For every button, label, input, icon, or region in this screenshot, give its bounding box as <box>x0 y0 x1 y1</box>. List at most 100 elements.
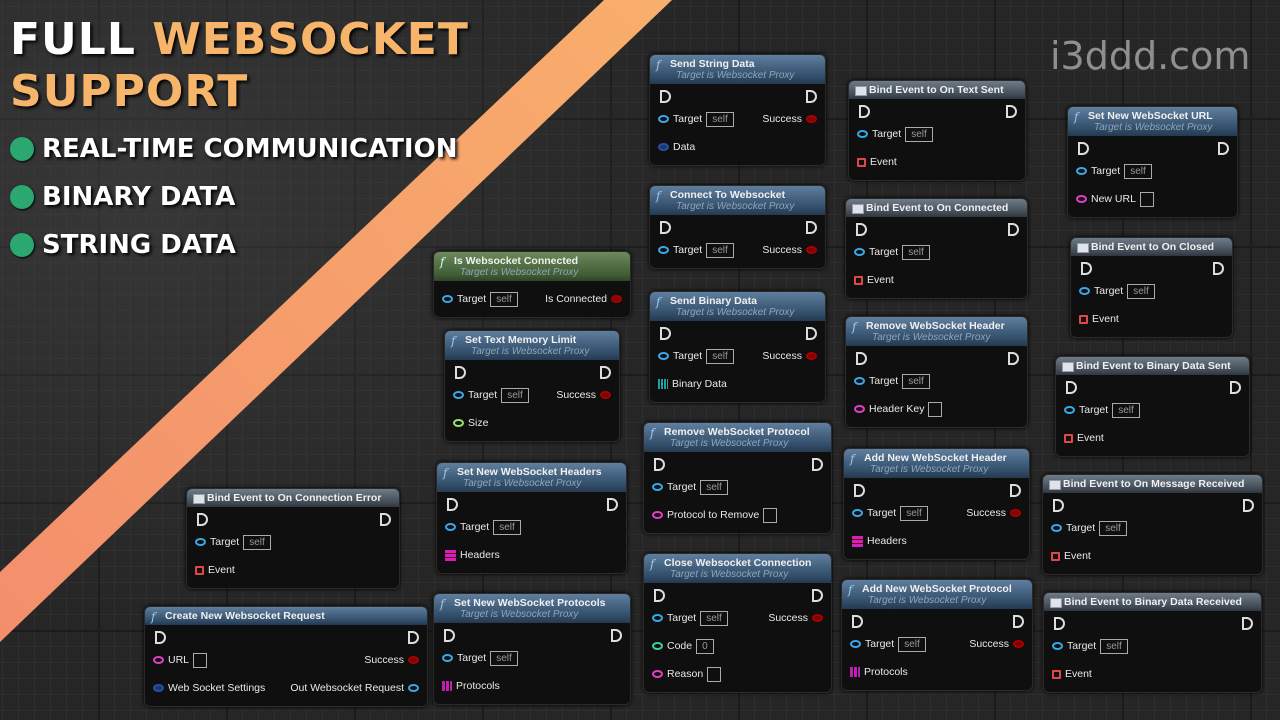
exec-out-pin-icon[interactable] <box>600 366 611 379</box>
input-pin[interactable]: URL <box>153 652 208 668</box>
bool-pin-icon[interactable] <box>806 352 817 360</box>
map-pin-icon[interactable] <box>852 535 863 547</box>
pin-default-value-input[interactable]: self <box>706 348 734 364</box>
bool-pin-icon[interactable] <box>600 391 611 399</box>
input-pin[interactable]: Event <box>195 564 235 576</box>
pin-default-value-input[interactable] <box>928 401 943 417</box>
input-pin[interactable]: Protocols <box>442 680 500 692</box>
exec-out-pin-icon[interactable] <box>1008 223 1019 236</box>
exec-out-pin-icon[interactable] <box>1006 105 1017 118</box>
exec-out-pin-icon[interactable] <box>1242 617 1253 630</box>
struct-pin-icon[interactable] <box>153 684 164 692</box>
object-pin-icon[interactable] <box>1079 287 1090 295</box>
pin-default-value-input[interactable]: self <box>490 650 518 666</box>
pin-default-value-input[interactable]: self <box>706 242 734 258</box>
bool-pin-icon[interactable] <box>806 115 817 123</box>
pin-default-value-input[interactable]: self <box>1112 402 1140 418</box>
pin-default-value-input[interactable]: self <box>490 291 518 307</box>
exec-out-pin-icon[interactable] <box>1230 381 1241 394</box>
float-pin-icon[interactable] <box>453 419 464 427</box>
string-pin-icon[interactable] <box>652 670 663 678</box>
exec-in-pin-icon[interactable] <box>1053 499 1064 512</box>
object-pin-icon[interactable] <box>857 130 868 138</box>
node-header[interactable]: fBind Event to Binary Data Sent <box>1056 357 1249 375</box>
bool-pin-icon[interactable] <box>611 295 622 303</box>
output-pin[interactable]: Success <box>762 244 817 256</box>
blueprint-node[interactable]: fBind Event to On Text SentTargetselfEve… <box>848 80 1026 181</box>
node-header[interactable]: fBind Event to On Connection Error <box>187 489 399 507</box>
string-pin-icon[interactable] <box>652 511 663 519</box>
node-header[interactable]: fBind Event to On Closed <box>1071 238 1232 256</box>
delegate-pin-icon[interactable] <box>1079 314 1088 324</box>
input-pin[interactable]: Event <box>857 156 897 168</box>
object-pin-icon[interactable] <box>1076 167 1087 175</box>
pin-default-value-input[interactable] <box>707 666 722 682</box>
node-header[interactable]: fBind Event to On Text Sent <box>849 81 1025 99</box>
pin-default-value-input[interactable] <box>1139 191 1154 207</box>
object-pin-icon[interactable] <box>408 684 419 692</box>
exec-out-pin-icon[interactable] <box>806 221 817 234</box>
pin-default-value-input[interactable]: self <box>1099 520 1127 536</box>
exec-in-pin-icon[interactable] <box>1078 142 1089 155</box>
object-pin-icon[interactable] <box>850 640 861 648</box>
node-header[interactable]: fBind Event to On Connected <box>846 199 1027 217</box>
pin-default-value-input[interactable]: 0 <box>696 638 714 654</box>
exec-in-pin-icon[interactable] <box>197 513 208 526</box>
output-pin[interactable]: Success <box>762 113 817 125</box>
input-pin[interactable]: Headers <box>852 535 907 547</box>
string-pin-icon[interactable] <box>854 405 865 413</box>
exec-in-pin-icon[interactable] <box>859 105 870 118</box>
input-pin[interactable]: Headers <box>445 549 500 561</box>
pin-default-value-input[interactable]: self <box>900 505 928 521</box>
object-pin-icon[interactable] <box>442 295 453 303</box>
output-pin[interactable]: Success <box>966 507 1021 519</box>
pin-default-value-input[interactable]: self <box>706 111 734 127</box>
bool-pin-icon[interactable] <box>1010 509 1021 517</box>
exec-in-pin-icon[interactable] <box>444 629 455 642</box>
input-pin[interactable]: Event <box>854 274 894 286</box>
exec-in-pin-icon[interactable] <box>660 327 671 340</box>
input-pin[interactable]: Reason <box>652 666 722 682</box>
object-pin-icon[interactable] <box>854 377 865 385</box>
input-pin[interactable]: Event <box>1064 432 1104 444</box>
exec-in-pin-icon[interactable] <box>447 498 458 511</box>
object-pin-icon[interactable] <box>852 509 863 517</box>
output-pin[interactable]: Is Connected <box>545 293 622 305</box>
blueprint-node[interactable]: fBind Event to Binary Data SentTargetsel… <box>1055 356 1250 457</box>
exec-in-pin-icon[interactable] <box>660 221 671 234</box>
exec-in-pin-icon[interactable] <box>856 352 867 365</box>
int-pin-icon[interactable] <box>652 642 663 650</box>
exec-out-pin-icon[interactable] <box>607 498 618 511</box>
pin-default-value-input[interactable]: self <box>700 610 728 626</box>
input-pin[interactable]: Event <box>1079 313 1119 325</box>
exec-in-pin-icon[interactable] <box>1054 617 1065 630</box>
delegate-pin-icon[interactable] <box>1051 551 1060 561</box>
output-pin[interactable]: Success <box>556 389 611 401</box>
exec-in-pin-icon[interactable] <box>660 90 671 103</box>
